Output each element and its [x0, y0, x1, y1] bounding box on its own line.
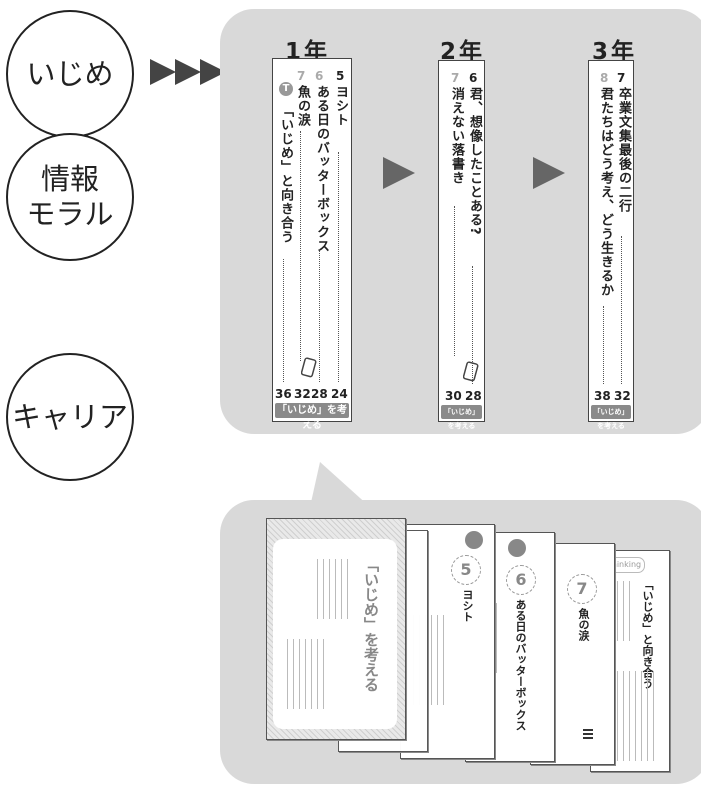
- lesson-num: 7: [451, 71, 460, 85]
- lesson-num: 7: [617, 71, 626, 85]
- year-2-card[interactable]: 6 7 君、想像したことある? 消えない落書き 28 30 「いじめ」を考える: [438, 60, 485, 430]
- year-1-card[interactable]: 5 6 7 T ヨシト ある日のバッターボックス 魚の涙 「いじめ」と向き合う …: [272, 58, 352, 431]
- year-3-card[interactable]: 7 8 卒業文集最後の二行 君たちはどう考え、どう生きるか 32 38 「いじめ…: [588, 60, 634, 430]
- lesson-number-badge: 5: [451, 555, 481, 585]
- leader-dots: [283, 259, 284, 382]
- card-footer: 「いじめ」を考える: [591, 405, 631, 430]
- leader-dots: [454, 206, 455, 356]
- leader-dots: [338, 152, 339, 382]
- lesson-num: 6: [315, 69, 324, 83]
- lesson-title-imagined[interactable]: 君、想像したことある?: [467, 87, 482, 236]
- cover-title: 「いじめ」を考える: [362, 557, 380, 692]
- lesson-title-graduation[interactable]: 卒業文集最後の二行: [616, 87, 631, 213]
- lesson-number-badge: 6: [506, 565, 536, 595]
- page-num: 28: [311, 387, 328, 401]
- callout-pointer: [310, 462, 370, 507]
- lesson-title-batter-box[interactable]: ある日のバッターボックス: [314, 85, 329, 253]
- page-fish-tears-title: 魚の涙: [577, 608, 590, 641]
- page-num: 32: [614, 389, 631, 403]
- lesson-title-yoshito[interactable]: ヨシト: [333, 85, 348, 127]
- lesson-num: 6: [469, 71, 478, 85]
- lesson-num: 7: [297, 69, 306, 83]
- lesson-num: 5: [336, 69, 345, 83]
- next-year-arrow-icon: [383, 157, 415, 189]
- text-lines: [317, 559, 353, 619]
- smartphone-icon: [463, 361, 479, 382]
- topic-info-moral-line1: 情報: [40, 162, 99, 197]
- smartphone-icon: [301, 357, 317, 378]
- topic-bullying-label: いじめ: [26, 56, 114, 91]
- card-footer: 「いじめ」を考える: [275, 403, 349, 431]
- lesson-icon: [465, 531, 483, 549]
- topic-bullying[interactable]: いじめ: [6, 10, 134, 138]
- page-num: 28: [465, 389, 482, 403]
- leader-dots: [603, 306, 604, 384]
- lesson-title-graffiti[interactable]: 消えない落書き: [449, 87, 464, 185]
- lesson-number-badge: 7: [567, 574, 597, 604]
- page-cover[interactable]: 「いじめ」を考える: [266, 518, 406, 740]
- leader-dots: [472, 266, 473, 384]
- page-num: 32: [294, 387, 311, 401]
- page-batter-box-title: ある日のバッターボックス: [514, 599, 527, 731]
- text-lines: [287, 639, 327, 709]
- page-num: 36: [275, 387, 292, 401]
- page-thinking-title: 「いじめ」と向き合う: [641, 579, 654, 689]
- leader-dots: [621, 236, 622, 384]
- lesson-title-fish-tears[interactable]: 魚の涙: [295, 85, 310, 127]
- topic-career[interactable]: キャリア: [6, 353, 134, 481]
- thinking-icon: T: [279, 82, 293, 96]
- lesson-title-facing-bullying[interactable]: 「いじめ」と向き合う: [278, 104, 293, 244]
- page-num: 30: [445, 389, 462, 403]
- page-yoshito-title: ヨシト: [461, 589, 474, 622]
- qr-code-icon: [583, 729, 593, 739]
- leader-dots: [300, 131, 301, 361]
- page-num: 24: [331, 387, 348, 401]
- page-num: 38: [594, 389, 611, 403]
- lesson-title-how-to-live[interactable]: 君たちはどう考え、どう生きるか: [598, 87, 613, 297]
- next-year-arrow-icon: [533, 157, 565, 189]
- topic-info-moral-line2: モラル: [26, 197, 114, 231]
- card-footer: 「いじめ」を考える: [441, 405, 482, 430]
- topic-info-moral[interactable]: 情報モラル: [6, 133, 134, 261]
- leader-dots: [319, 249, 320, 382]
- lesson-icon: [508, 539, 526, 557]
- topic-career-label: キャリア: [11, 399, 128, 434]
- lesson-num: 8: [600, 71, 609, 85]
